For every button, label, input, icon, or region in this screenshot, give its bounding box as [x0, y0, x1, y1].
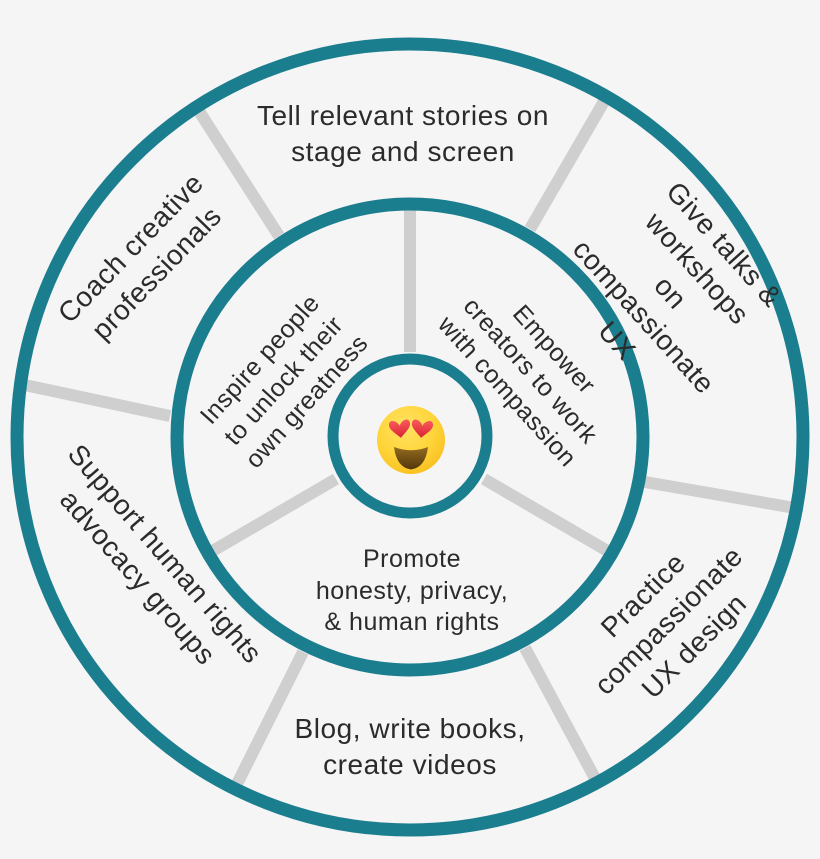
divider-bottom-left — [229, 649, 309, 791]
segment-label-promote-honesty: Promote honesty, privacy, & human rights — [315, 544, 509, 636]
outer-ring-circle — [10, 37, 810, 837]
divider-top-left — [191, 104, 285, 240]
emoji-mouth — [394, 447, 428, 470]
divider-bottom-right — [519, 645, 603, 785]
outer-ring-dividers — [18, 94, 797, 791]
heart-eyes-emoji — [377, 406, 445, 474]
center-circle — [327, 353, 493, 519]
divider-top-right — [524, 94, 612, 233]
divider-left — [18, 378, 172, 422]
divider-right — [643, 476, 797, 514]
emoji-left-heart-eye — [388, 419, 411, 438]
segment-label-blog-books: Blog, write books, create videos — [294, 712, 526, 780]
divider-inner-bottom-left — [205, 473, 340, 559]
inner-ring-dividers — [205, 205, 615, 559]
emoji-right-heart-eye — [411, 419, 434, 438]
segment-label-tell-stories: Tell relevant stories on stage and scree… — [256, 99, 550, 167]
divider-inner-bottom-right — [480, 473, 615, 559]
middle-ring-circle — [170, 197, 650, 677]
